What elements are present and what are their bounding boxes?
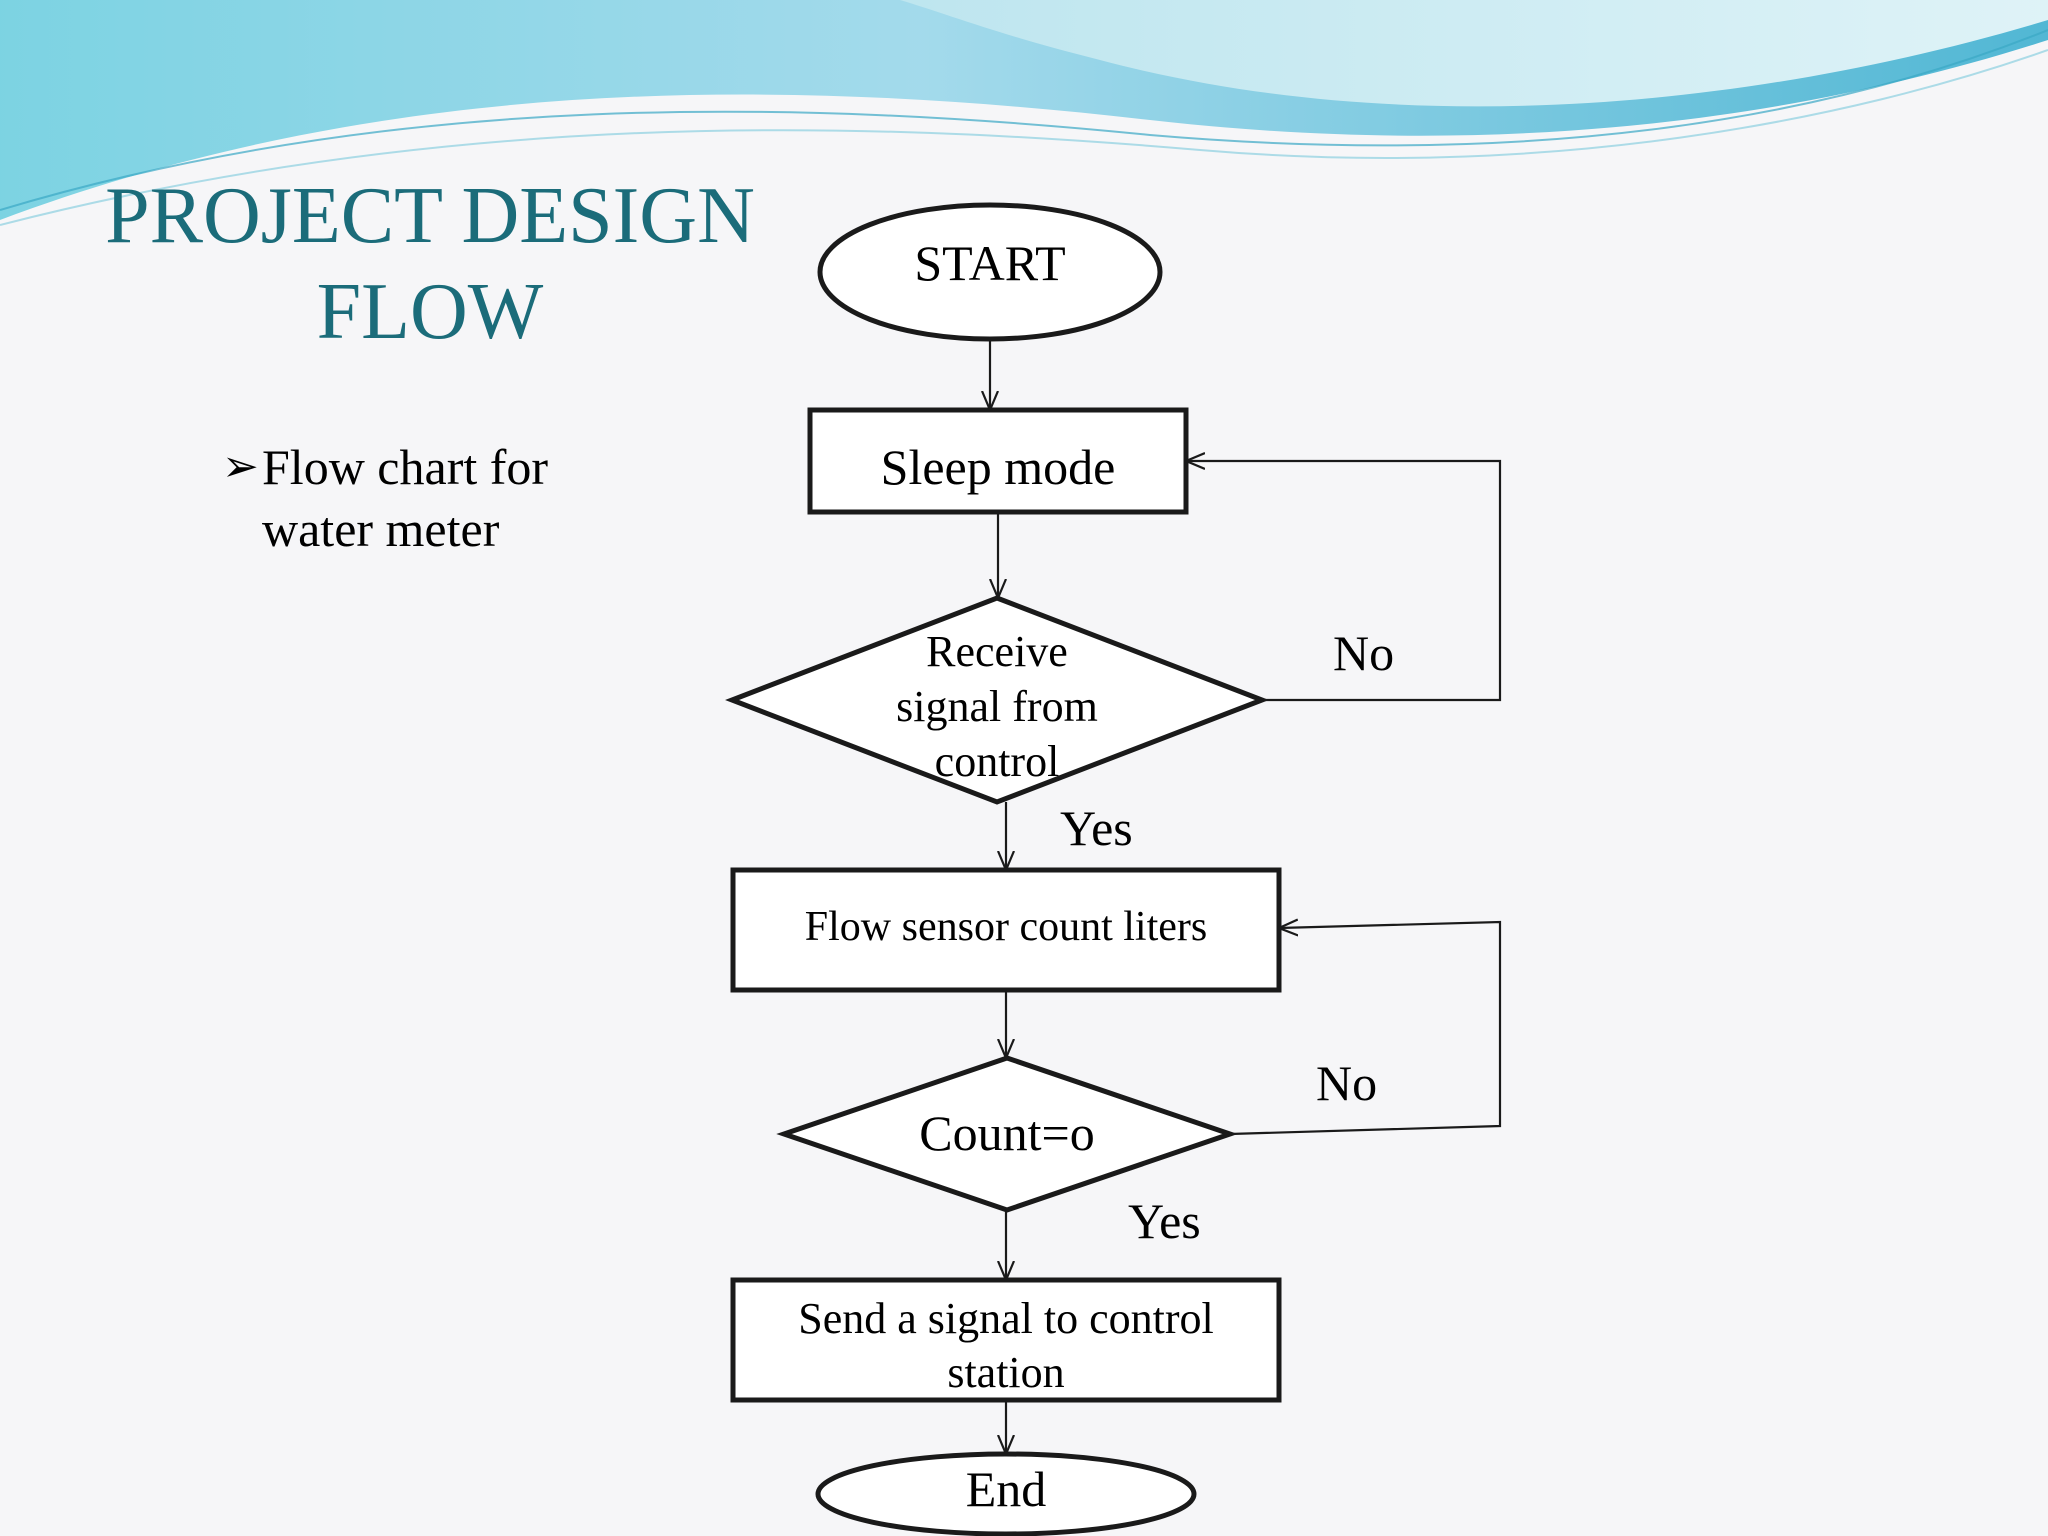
node-count-label-line: Count=o (919, 1105, 1094, 1161)
title-line-1: PROJECT DESIGN (105, 172, 755, 260)
node-end: End (815, 1451, 1197, 1536)
node-start-label-line: START (914, 235, 1065, 291)
edge-count-flow (1229, 922, 1502, 1136)
node-sleep: Sleep mode (807, 407, 1189, 515)
process-shape (807, 407, 1189, 515)
bullet-arrow-icon: ➢ (222, 442, 259, 491)
node-count: Count=o (776, 1055, 1238, 1213)
title-line-2: FLOW (316, 268, 544, 356)
edge-label-count-flow: No (1316, 1055, 1377, 1111)
bullet-flow-chart: ➢ Flow chart for water meter (222, 436, 642, 560)
bullet-line-2: water meter (262, 501, 500, 557)
node-end-label-line: End (966, 1461, 1047, 1517)
edge-label-count-send: Yes (1128, 1193, 1201, 1249)
node-receive-label-line: Receive (926, 627, 1068, 676)
edge-receive-sleep (1186, 461, 1502, 702)
header-wave-decoration (0, 0, 2048, 226)
bullet-line-1: Flow chart for (262, 439, 549, 495)
node-start: START (817, 202, 1163, 342)
terminal-shape (815, 1451, 1197, 1536)
edge-label-receive-flow: Yes (1060, 800, 1133, 856)
node-receive-label-line: signal from (896, 682, 1098, 731)
slide-title: PROJECT DESIGN FLOW (100, 168, 760, 360)
terminal-shape (817, 202, 1163, 342)
node-sleep-label-line: Sleep mode (881, 439, 1116, 495)
node-receive-label-line: control (935, 737, 1060, 786)
edge-label-receive-sleep: No (1333, 625, 1394, 681)
process-shape (730, 1277, 1282, 1403)
node-send-label-line: station (947, 1348, 1064, 1397)
node-receive: Receive signal from control (725, 595, 1269, 805)
decision-shape (725, 595, 1269, 805)
process-shape (730, 867, 1282, 993)
decision-shape (776, 1055, 1238, 1213)
node-send: Send a signal to control station (730, 1277, 1282, 1403)
node-send-label-line: Send a signal to control (798, 1294, 1214, 1343)
node-flow: Flow sensor count liters (730, 867, 1282, 993)
node-flow-label-line: Flow sensor count liters (805, 904, 1207, 950)
